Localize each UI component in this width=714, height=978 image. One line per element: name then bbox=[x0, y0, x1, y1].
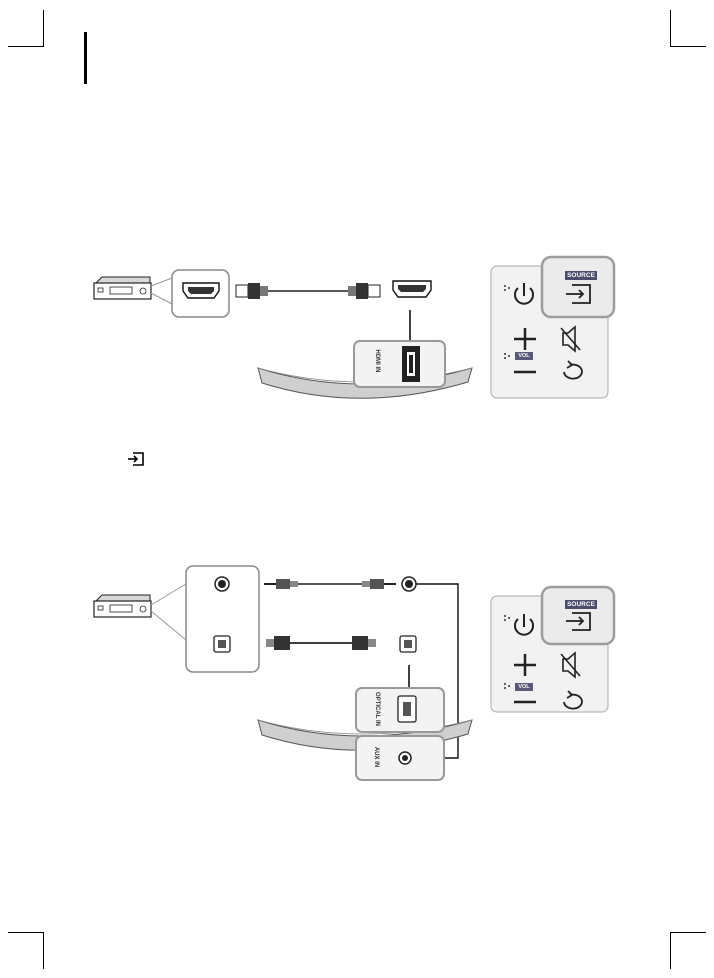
vol-label: VOL bbox=[515, 683, 533, 691]
source-label: SOURCE bbox=[565, 600, 597, 609]
